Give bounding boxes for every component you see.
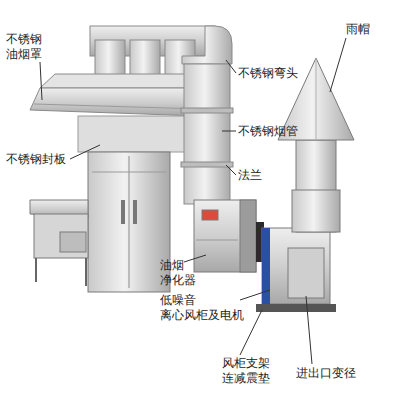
chimney-rain-cap xyxy=(278,58,354,232)
part-label: 雨帽 xyxy=(346,22,386,37)
part-label: 法兰 xyxy=(238,168,278,183)
steam-cabinet xyxy=(88,152,170,292)
part-label: 进出口变径 xyxy=(296,366,376,381)
part-label: 不锈钢 油烟罩 xyxy=(6,32,46,62)
leader-lines xyxy=(40,38,346,364)
vertical-duct xyxy=(181,64,233,204)
centrifugal-fan-cabinet xyxy=(262,228,330,304)
part-label: 油烟 净化器 xyxy=(160,258,200,288)
fan-stand xyxy=(256,304,336,312)
fume-purifier xyxy=(194,200,256,272)
stove xyxy=(30,200,88,286)
part-label: 不锈钢烟管 xyxy=(238,124,318,139)
part-label: 风柜支架 连减震垫 xyxy=(222,356,286,386)
part-label: 不锈钢弯头 xyxy=(238,66,318,81)
part-label: 低噪音 离心风柜及电机 xyxy=(160,293,252,323)
part-label: 不锈钢封板 xyxy=(6,152,86,167)
